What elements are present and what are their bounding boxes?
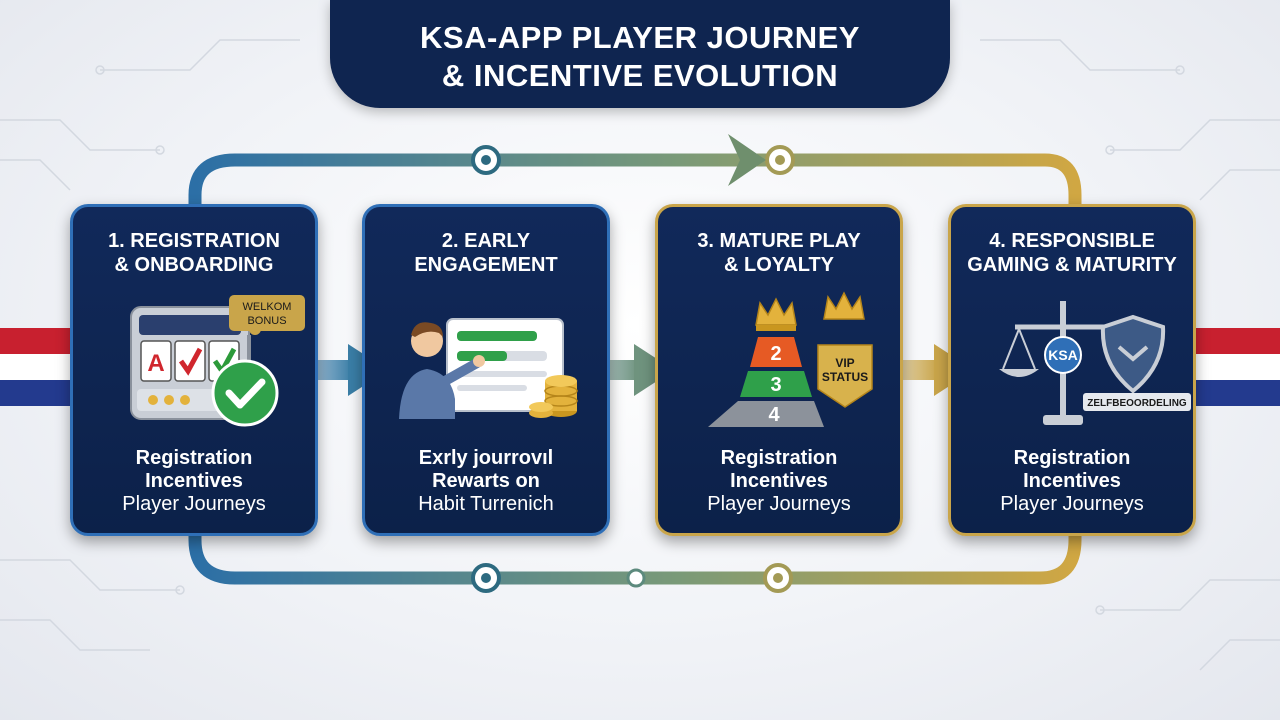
coin-stack-icon (529, 375, 578, 418)
stage-body-line-3: Habit Turrenich (418, 493, 554, 515)
crown-icon (755, 297, 797, 331)
shield-icon (1100, 314, 1166, 394)
stage-card-4: 4. RESPONSIBLE GAMING & MATURITY KSA ZEL… (948, 204, 1196, 536)
person-icon (399, 322, 485, 419)
tier-label: 4 (768, 404, 780, 426)
stage-title-line-1: 4. RESPONSIBLE (989, 230, 1155, 252)
stage-body: Registration Incentives Player Journeys (73, 447, 315, 516)
stage-card-3: 3. MATURE PLAY & LOYALTY 2 3 4 VIP STATU… (655, 204, 903, 536)
loop-node (471, 145, 795, 593)
engagement-illustration (399, 318, 578, 419)
stage-body-line-1: Registration (1013, 447, 1131, 469)
stage-title: 3. MATURE PLAY & LOYALTY (658, 229, 900, 277)
flag-stripes-left (0, 328, 80, 406)
svg-text:A: A (147, 350, 164, 377)
stage-body-line-2: Rewarts on (432, 470, 540, 492)
svg-text:KSA: KSA (1048, 347, 1078, 363)
zelfbeoordeling-tag: ZELFBEOORDELING (1083, 393, 1191, 411)
stage-body-line-1: Registration (720, 447, 838, 469)
stage-title-line-1: 1. REGISTRATION (108, 230, 280, 252)
stage-body-line-2: Incentives (730, 470, 828, 492)
ksa-logo: KSA (1044, 336, 1082, 374)
stage-body: Registration Incentives Player Journeys (658, 447, 900, 516)
loyalty-illustration: 2 3 4 VIP STATUS (708, 291, 873, 427)
vip-status-badge: VIP STATUS (817, 291, 873, 408)
pyramid-icon: 2 3 4 (708, 337, 824, 427)
progress-screen-icon (446, 318, 564, 412)
stage-title-line-2: GAMING & MATURITY (967, 254, 1177, 276)
welkom-bonus-badge: WELKOM BONUS (229, 295, 305, 331)
tier-label: 3 (770, 374, 781, 396)
stage-body: Registration Incentives Player Journeys (951, 447, 1193, 516)
stage-title: 2. EARLY ENGAGEMENT (365, 229, 607, 277)
flag-stripes-right (1196, 328, 1280, 406)
stage-card-1: 1. REGISTRATION & ONBOARDING A WELKOM BO… (70, 204, 318, 536)
title-banner: KSA-APP PLAYER JOURNEY & INCENTIVE EVOLU… (330, 0, 950, 108)
stage-title: 4. RESPONSIBLE GAMING & MATURITY (951, 229, 1193, 277)
stage-title-line-1: 2. EARLY (441, 230, 531, 252)
stage-body-line-2: Incentives (1023, 470, 1121, 492)
svg-text:ZELFBEOORDELING: ZELFBEOORDELING (1087, 398, 1187, 409)
stage-title-line-2: & LOYALTY (723, 254, 834, 276)
stage-card-2: 2. EARLY ENGAGEMENT Exrl (362, 204, 610, 536)
stage-body: Exrly jourrovıl Rewarts on Habit Turreni… (365, 447, 607, 516)
responsible-gaming-illustration: KSA ZELFBEOORDELING (999, 301, 1191, 425)
tier-label: 2 (770, 343, 781, 365)
stage-title-line-1: 3. MATURE PLAY (697, 230, 861, 252)
title-line-2: & INCENTIVE EVOLUTION (441, 58, 839, 93)
stage-body-line-1: Registration (135, 447, 253, 469)
svg-text:STATUS: STATUS (822, 370, 868, 384)
stage-body-line-1: Exrly jourrovıl (418, 447, 554, 469)
checkmark-icon (211, 359, 279, 427)
stage-body-line-3: Player Journeys (1000, 493, 1144, 515)
circuit-decoration (0, 39, 1280, 671)
title-line-1: KSA-APP PLAYER JOURNEY (420, 20, 860, 55)
svg-text:VIP: VIP (835, 356, 854, 370)
stage-title: 1. REGISTRATION & ONBOARDING (73, 229, 315, 277)
loop-arrowhead (728, 134, 766, 186)
stage-title-line-2: ENGAGEMENT (414, 254, 558, 276)
stage-body-line-3: Player Journeys (707, 493, 851, 515)
stage-body-line-3: Player Journeys (122, 493, 266, 515)
stage-body-line-2: Incentives (145, 470, 243, 492)
svg-text:WELKOM: WELKOM (243, 301, 292, 313)
stage-title-line-2: & ONBOARDING (114, 254, 274, 276)
slot-machine-icon: A WELKOM BONUS (130, 295, 305, 427)
svg-text:BONUS: BONUS (247, 315, 286, 327)
